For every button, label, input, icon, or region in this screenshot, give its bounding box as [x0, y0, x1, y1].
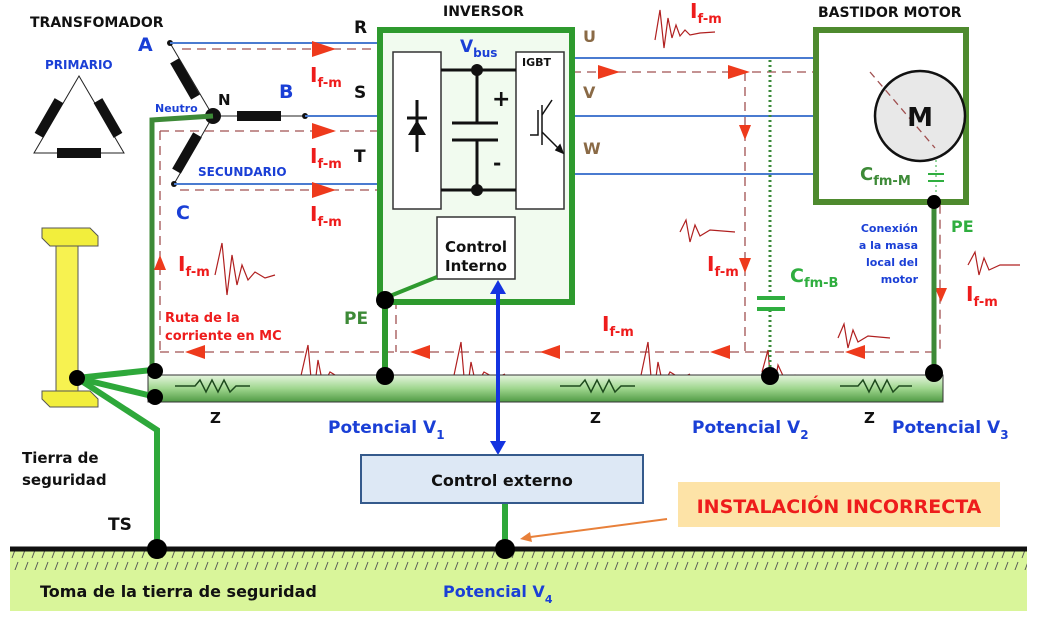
phase-a-label: A — [138, 34, 153, 56]
potential-v4-label: Potencial V4 — [443, 582, 553, 606]
route-label-line2: corriente en MC — [165, 329, 282, 344]
motor-note-line1: Conexión — [861, 222, 918, 235]
control-interno-line2: Interno — [445, 257, 507, 275]
input-t-label: T — [354, 147, 366, 167]
motor-capacitance-label: Cfm-M — [860, 164, 911, 189]
cable-capacitance — [757, 60, 785, 375]
motor-title: BASTIDOR MOTOR — [818, 5, 962, 21]
motor-note-line3: local del — [866, 256, 918, 269]
inverter-title: INVERSOR — [443, 4, 524, 20]
igbt-icon — [530, 99, 565, 155]
current-label: If-m — [310, 63, 342, 91]
warning-label: INSTALACIÓN INCORRECTA — [697, 494, 982, 518]
transformer-title: TRANSFOMADOR — [30, 15, 164, 31]
diode-icon — [407, 100, 427, 152]
output-w-label: W — [583, 139, 601, 158]
safety-earth-line2: seguridad — [22, 471, 107, 489]
ground-strip-label: Toma de la tierra de seguridad — [40, 582, 317, 601]
noise-waveforms — [214, 9, 1020, 401]
current-label: If-m — [310, 202, 342, 230]
neutral-pe-wire — [149, 113, 214, 372]
current-label: If-m — [310, 144, 342, 172]
neutral-label: Neutro — [155, 102, 198, 115]
motor-frame — [813, 27, 969, 205]
phase-c-label: C — [176, 202, 190, 224]
control-externo-box — [360, 454, 644, 504]
secondary-label: SECUNDARIO — [198, 165, 287, 179]
phase-lines-input — [170, 42, 380, 185]
igbt-box — [515, 51, 565, 210]
connection-nodes — [69, 195, 943, 559]
control-externo-label: Control externo — [431, 471, 573, 490]
motor-note-line4: motor — [881, 273, 919, 286]
rectifier-box — [392, 51, 442, 210]
equipotential-bus — [147, 374, 944, 403]
safety-earth-line1: Tierra de — [22, 449, 99, 467]
motor-note-line2: a la masa — [859, 239, 918, 252]
neutral-node-label: N — [218, 91, 231, 109]
primary-label: PRIMARIO — [45, 58, 113, 72]
current-label: If-m — [966, 282, 998, 310]
primary-delta-winding — [33, 75, 125, 158]
input-r-label: R — [354, 18, 367, 38]
current-label: If-m — [178, 252, 210, 280]
potential-v2-label: Potencial V2 — [692, 418, 809, 442]
control-interno-box — [436, 216, 516, 280]
ts-label: TS — [108, 515, 132, 535]
motor-pe-label: PE — [951, 217, 974, 236]
impedance-label: Z — [864, 409, 875, 427]
output-v-label: V — [583, 83, 596, 102]
current-label: If-m — [707, 252, 739, 280]
control-interno-line1: Control — [445, 238, 507, 256]
route-label-line1: Ruta de la — [165, 311, 240, 326]
inverter-block — [377, 27, 575, 305]
plus-sign: + — [492, 87, 510, 112]
potential-v3-label: Potencial V3 — [892, 418, 1009, 442]
potential-v1-label: Potencial V1 — [328, 418, 445, 442]
warning-box — [678, 482, 1000, 527]
vbus-label: Vbus — [460, 37, 497, 60]
input-s-label: S — [354, 83, 366, 103]
impedance-label: Z — [590, 409, 601, 427]
impedance-z1 — [175, 378, 250, 394]
impedance-label: Z — [210, 409, 221, 427]
phase-b-label: B — [279, 81, 293, 103]
impedance-z2 — [560, 378, 635, 394]
cable-capacitance-label: Cfm-B — [790, 265, 838, 291]
control-signal-link — [490, 280, 506, 455]
igbt-label: IGBT — [522, 56, 552, 69]
minus-sign: - — [493, 151, 501, 175]
output-u-label: U — [583, 27, 596, 46]
motor-icon — [873, 69, 967, 163]
inverter-pe-label: PE — [344, 309, 368, 329]
current-label: If-m — [690, 0, 722, 27]
safety-earth-beam — [41, 227, 99, 408]
current-label: If-m — [602, 312, 634, 340]
current-arrows — [154, 41, 947, 359]
ground-strip — [10, 546, 1027, 611]
motor-symbol: M — [907, 103, 933, 133]
impedance-z3 — [840, 378, 912, 394]
